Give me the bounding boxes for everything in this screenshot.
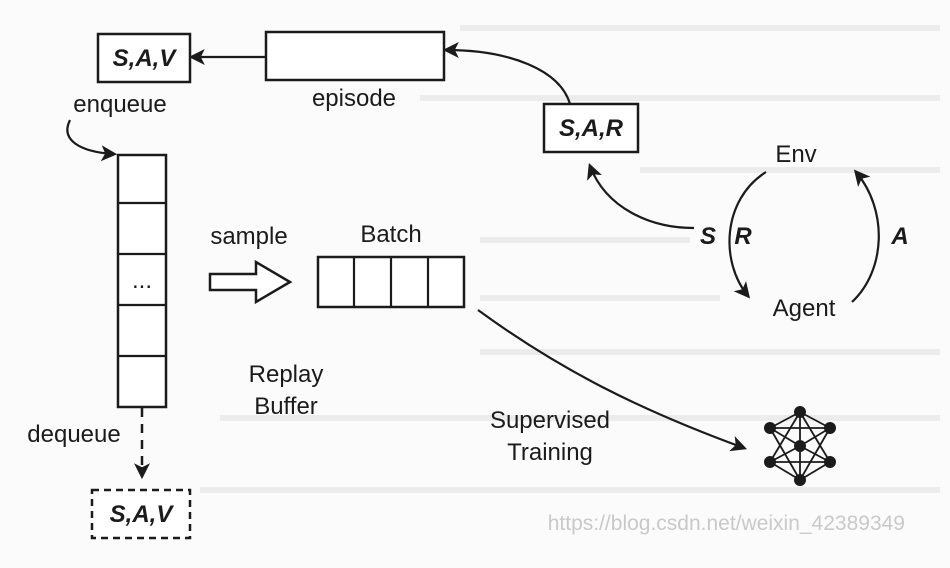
agent-to-env-arrow (851, 169, 880, 303)
batch-box (316, 255, 466, 309)
enqueue-arrow (66, 119, 118, 162)
sav-bottom-label: S,A,V (110, 501, 175, 528)
background-texture (200, 25, 940, 493)
agent-label: Agent (773, 295, 836, 322)
supervised-training-arrow (477, 309, 748, 452)
sample-label: sample (210, 223, 287, 250)
s-label: S (700, 223, 716, 250)
batch-label: Batch (360, 221, 421, 248)
sav-top-box: S,A,V (96, 32, 192, 84)
sav-top-label: S,A,V (113, 45, 178, 72)
loop-to-sar-arrow (587, 163, 695, 230)
sav-bottom-box: S,A,V (90, 488, 192, 540)
supervised-label-line2: Training (507, 439, 593, 466)
sar-to-episode-arrow (442, 42, 572, 105)
watermark-text: https://blog.csdn.net/weixin_42389349 (548, 512, 905, 535)
a-label: A (890, 223, 908, 250)
sar-label: S,A,R (559, 115, 624, 142)
replay-label-line2: Buffer (254, 393, 318, 420)
replay-buffer-queue: ... (116, 153, 168, 409)
sar-box: S,A,R (542, 102, 640, 154)
env-to-agent-arrow (728, 171, 767, 299)
replay-label-line1: Replay (249, 361, 324, 388)
episode-box: episode (264, 30, 446, 112)
env-label: Env (775, 141, 816, 168)
queue-ellipsis: ... (132, 267, 152, 294)
episode-label: episode (312, 85, 396, 112)
supervised-label-line1: Supervised (490, 407, 610, 434)
r-label: R (734, 223, 752, 250)
hollow-right-arrow-icon (208, 259, 293, 305)
dequeue-label: dequeue (27, 421, 120, 448)
enqueue-label: enqueue (73, 91, 166, 118)
neural-network-icon (764, 406, 836, 486)
